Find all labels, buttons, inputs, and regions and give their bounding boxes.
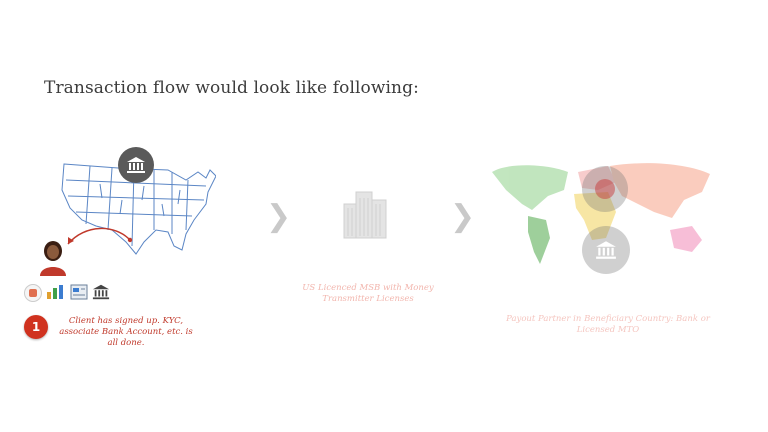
step-description: Client has signed up. KYC, associate Ban… (59, 316, 193, 348)
payout-bank-icon (582, 226, 630, 274)
flow-arrow (67, 227, 133, 245)
person-icon (40, 241, 66, 276)
bank-small-icon (92, 284, 110, 300)
chevron-right-icon: ❯ (266, 199, 292, 234)
chevron-right-icon: ❯ (450, 199, 476, 234)
exchange-icon (582, 166, 628, 212)
document-icon (70, 284, 88, 300)
chart-icon (47, 285, 63, 299)
card-icon (24, 284, 42, 302)
payout-label: Payout Partner in Beneficiary Country: B… (506, 314, 710, 335)
us-map (61, 163, 216, 255)
step-number-badge: 1 (24, 315, 48, 339)
msb-label: US Licenced MSB with Money Transmitter L… (302, 283, 434, 304)
slide-title: Transaction flow would look like followi… (44, 78, 419, 98)
world-map-icon (492, 163, 710, 264)
building-icon (343, 191, 387, 239)
bank-icon (118, 147, 154, 183)
